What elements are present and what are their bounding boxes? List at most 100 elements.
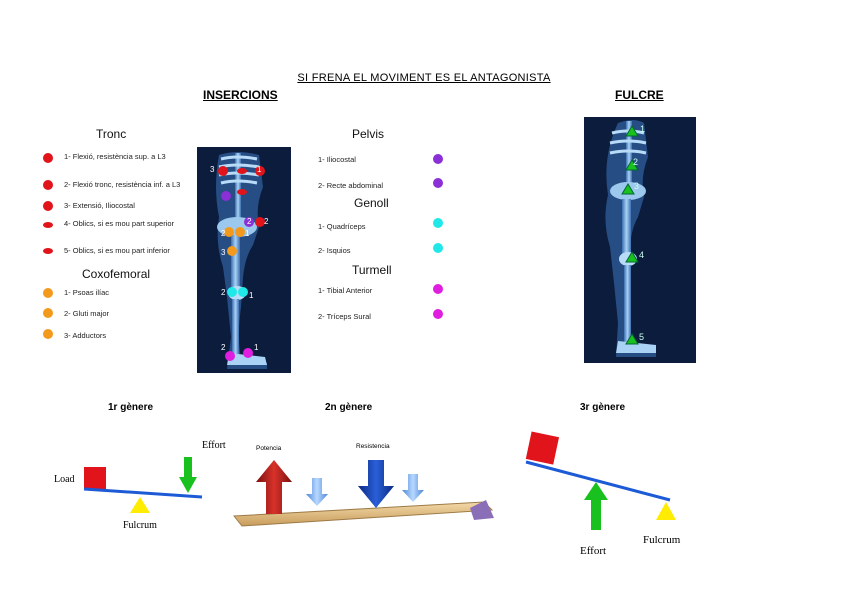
red-dot-icon [218, 166, 228, 176]
fulcre-marker-label: 4 [639, 250, 645, 260]
tronc-heading: Tronc [96, 127, 127, 141]
red-dot-icon [255, 217, 265, 227]
genoll-heading: Genoll [354, 196, 389, 210]
green-triangle-icon [621, 183, 635, 195]
cyan-dot-icon [238, 287, 248, 297]
tronc-item-3: 3- Extensió, Iliocostal [64, 201, 135, 210]
fulcre-marker-label: 2 [633, 157, 639, 167]
marker-label: 2 [247, 217, 252, 226]
fulcre-marker-label: 3 [634, 181, 640, 191]
fulcrum-triangle-icon [130, 497, 150, 513]
red-dot-icon [43, 153, 53, 163]
orange-dot-icon [43, 329, 53, 339]
fulcre-heading: FULCRE [615, 88, 664, 102]
turmell-item-2: 2- Tríceps Sural [318, 312, 371, 321]
cyan-dot-icon [227, 287, 237, 297]
turmell-heading: Turmell [352, 263, 392, 277]
lever-1-effort-label: Effort [202, 440, 226, 451]
tronc-item-2: 2- Flexió tronc, resistència inf. a L3 [64, 180, 181, 189]
pelvis-item-2: 2- Recte abdominal [318, 181, 384, 190]
lever-3-diagram [525, 431, 676, 530]
green-triangle-icon [625, 333, 639, 345]
resistencia-label: Resistencia [356, 443, 390, 450]
fulcre-marker-label: 1 [640, 124, 646, 134]
skeleton-insercions-image: 3 1 2 2 2 1 3 2 1 2 1 [197, 147, 291, 373]
skeleton-side-view-icon [216, 152, 267, 369]
tronc-item-5: 5- Oblics, si es mou part inferior [64, 246, 170, 255]
load-box-icon [84, 467, 106, 489]
coxofemoral-item-1: 1- Psoas ilíac [64, 288, 110, 297]
lever-3-effort-label: Effort [580, 545, 607, 557]
page-title: SI FRENA EL MOVIMENT ES EL ANTAGONISTA [297, 72, 551, 84]
lever-2-heading: 2n gènere [325, 402, 373, 413]
lever-2-diagram [233, 460, 494, 527]
fulcrum-triangle-icon [656, 502, 676, 520]
fulcre-marker-label: 5 [639, 332, 645, 342]
genoll-item-1: 1- Quadríceps [318, 222, 366, 231]
marker-label: 3 [210, 165, 215, 174]
pelvis-heading: Pelvis [352, 127, 385, 141]
small-arrow-icon [306, 478, 328, 506]
skeleton-side-view-icon [605, 120, 656, 357]
coxofemoral-heading: Coxofemoral [82, 267, 151, 281]
marker-label: 2 [264, 217, 269, 226]
cyan-dot-icon [433, 243, 443, 253]
load-box-icon [525, 431, 560, 465]
orange-dot-icon [43, 288, 53, 298]
red-oval-icon [43, 248, 53, 254]
fulcrum-triangle-icon [470, 500, 494, 520]
magenta-dot-icon [225, 351, 235, 361]
marker-label: 3 [221, 248, 226, 257]
purple-dot-icon [433, 178, 443, 188]
lever-bar [525, 460, 671, 502]
orange-dot-icon [235, 227, 245, 237]
effort-arrow-icon [179, 457, 197, 493]
genoll-item-2: 2- Isquios [318, 246, 351, 255]
turmell-item-1: 1- Tibial Anterior [318, 286, 373, 295]
lever-3-fulcrum-label: Fulcrum [643, 534, 681, 546]
magenta-dot-icon [433, 309, 443, 319]
marker-label: 2 [221, 343, 226, 352]
green-triangle-icon [625, 125, 639, 137]
purple-dot-icon [221, 191, 231, 201]
lever-1-heading: 1r gènere [108, 402, 154, 413]
lever-1-diagram [83, 457, 203, 513]
coxofemoral-item-3: 3- Adductors [64, 331, 107, 340]
small-arrow-icon [402, 474, 424, 502]
tronc-item-1: 1- Flexió, resistència sup. a L3 [64, 152, 166, 161]
orange-dot-icon [43, 308, 53, 318]
purple-dot-icon [433, 154, 443, 164]
orange-dot-icon [224, 227, 234, 237]
marker-label: 1 [245, 229, 250, 238]
orange-dot-icon [227, 246, 237, 256]
red-oval-icon [237, 168, 247, 174]
red-oval-icon [43, 222, 53, 228]
cyan-dot-icon [433, 218, 443, 228]
potencia-label: Potencia [256, 445, 282, 452]
magenta-dot-icon [433, 284, 443, 294]
magenta-dot-icon [243, 348, 253, 358]
red-oval-icon [237, 189, 247, 195]
marker-label: 1 [254, 343, 259, 352]
lever-3-heading: 3r gènere [580, 402, 626, 413]
lever-1-fulcrum-label: Fulcrum [123, 520, 157, 531]
red-dot-icon [255, 166, 265, 176]
red-dot-icon [43, 201, 53, 211]
green-triangle-icon [625, 159, 639, 171]
resistencia-arrow-icon [358, 460, 394, 508]
lever-bar [83, 487, 203, 499]
marker-label: 2 [221, 229, 226, 238]
green-triangle-icon [625, 251, 639, 263]
lever-1-load-label: Load [54, 474, 75, 485]
marker-label: 1 [249, 291, 254, 300]
potencia-arrow-icon [256, 460, 292, 514]
effort-arrow-icon [584, 482, 608, 530]
pelvis-item-1: 1- Iliocostal [318, 155, 356, 164]
plank [233, 501, 494, 527]
marker-label: 1 [257, 165, 262, 174]
coxofemoral-item-2: 2- Gluti major [64, 309, 110, 318]
marker-label: 2 [221, 288, 226, 297]
insercions-heading: INSERCIONS [203, 88, 278, 102]
skeleton-fulcre-image: 1 2 3 4 5 [584, 117, 696, 363]
tronc-item-4: 4- Oblics, si es mou part superior [64, 219, 175, 228]
